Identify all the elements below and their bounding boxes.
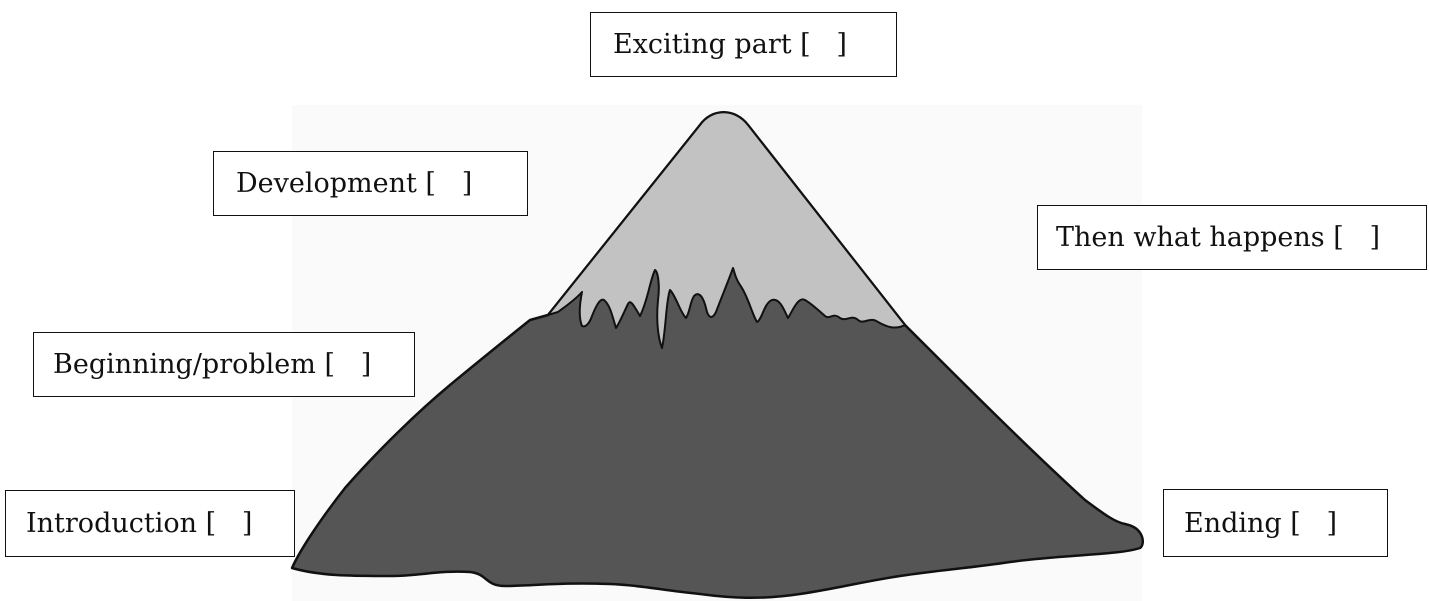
ending-label: Ending [ ] <box>1184 507 1338 539</box>
ending-box: Ending [ ] <box>1163 489 1388 557</box>
development-box: Development [ ] <box>213 151 528 216</box>
beginning-problem-label: Beginning/problem [ ] <box>53 349 372 380</box>
exciting-part-box: Exciting part [ ] <box>590 12 897 77</box>
exciting-part-label: Exciting part [ ] <box>613 29 847 60</box>
introduction-label: Introduction [ ] <box>26 508 253 539</box>
introduction-box: Introduction [ ] <box>5 490 295 557</box>
snow-cap <box>547 111 906 349</box>
mountain-body <box>290 111 1144 600</box>
then-what-happens-box: Then what happens [ ] <box>1037 205 1427 270</box>
development-label: Development [ ] <box>236 168 473 199</box>
beginning-problem-box: Beginning/problem [ ] <box>33 332 415 397</box>
then-what-happens-label: Then what happens [ ] <box>1056 222 1381 253</box>
